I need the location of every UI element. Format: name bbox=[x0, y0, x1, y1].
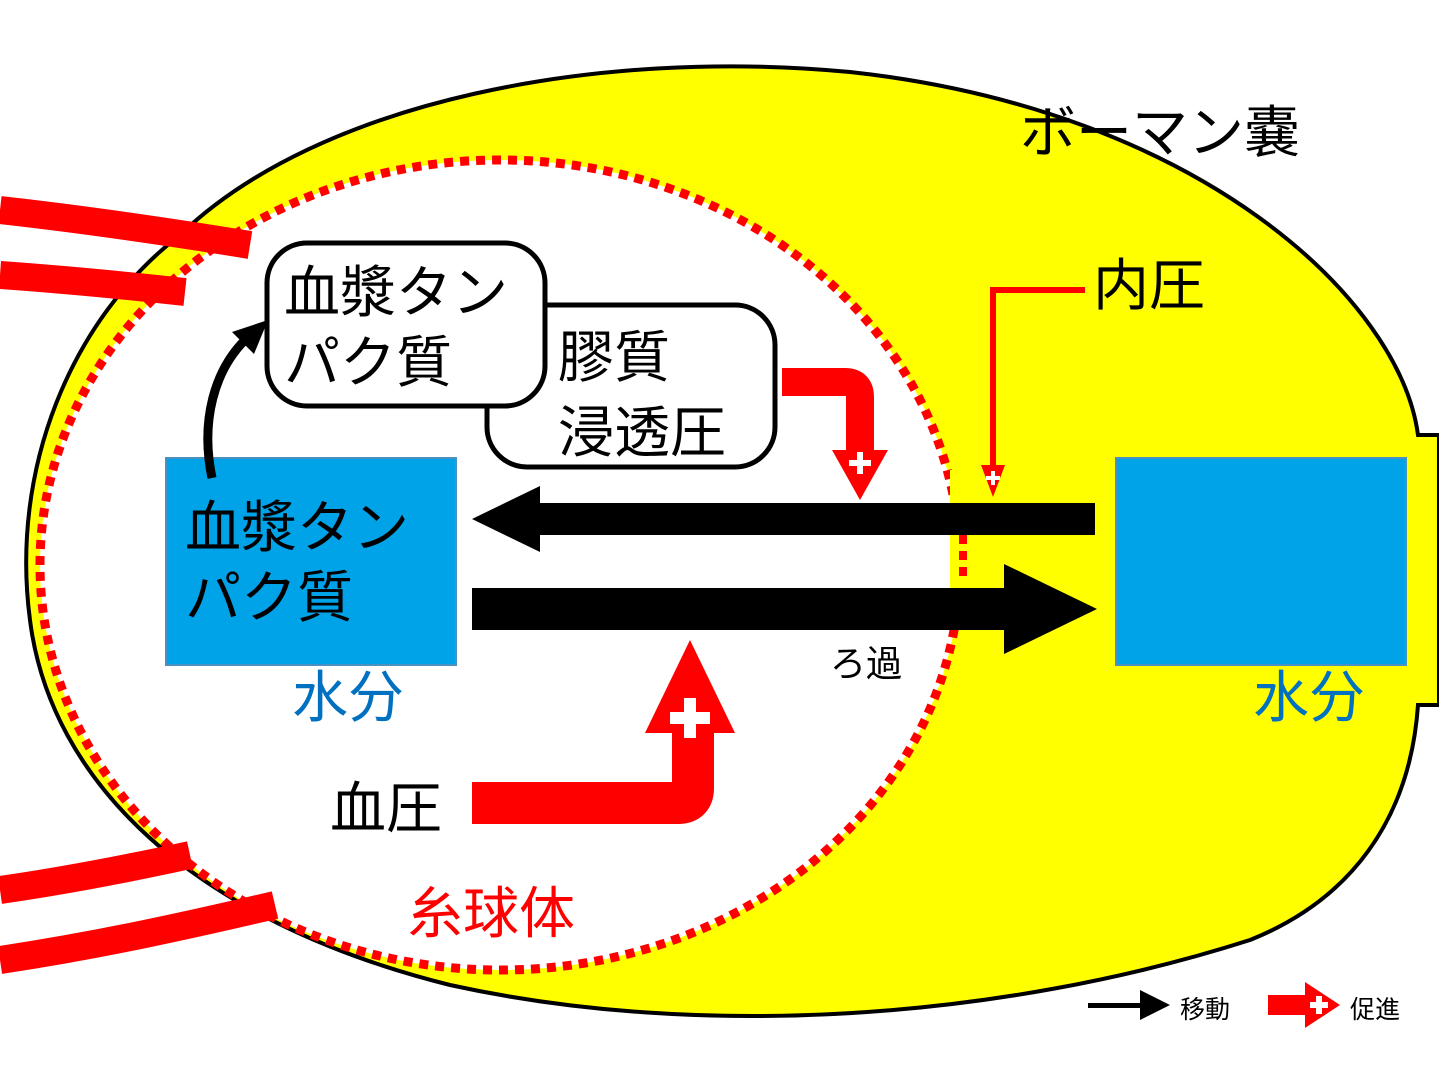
bowman-capsule-label: ボーマン嚢 bbox=[1020, 101, 1300, 166]
legend: 移動 促進 bbox=[1088, 982, 1400, 1028]
protein-curve-arrow bbox=[203, 320, 268, 479]
filtration-arrow bbox=[472, 564, 1097, 654]
plasma-protein-box bbox=[165, 457, 457, 666]
colloid-osmotic-line-2: 浸透圧 bbox=[558, 401, 726, 466]
legend-move-label: 移動 bbox=[1180, 995, 1230, 1024]
filtration-label: ろ過 bbox=[830, 644, 902, 685]
legend-promote-label: 促進 bbox=[1350, 995, 1400, 1024]
glomerulus-label: 糸球体 bbox=[407, 882, 575, 947]
colloid-promote-arrow bbox=[782, 368, 888, 500]
plasma-protein-box-line-1: 血漿タン bbox=[185, 496, 409, 561]
colloid-osmotic-line-1: 膠質 bbox=[558, 326, 670, 391]
plasma-protein-bubble-line-2: パク質 bbox=[284, 331, 452, 396]
legend-promote-arrow bbox=[1268, 982, 1340, 1028]
blood-pressure-promote-arrow bbox=[472, 640, 735, 824]
internal-pressure-label: 内圧 bbox=[1093, 254, 1205, 319]
afferent-vessel bbox=[0, 196, 253, 306]
plasma-protein-box-line-2: パク質 bbox=[185, 566, 353, 631]
blood-pressure-label: 血圧 bbox=[330, 777, 442, 842]
plasma-protein-bubble-line-1: 血漿タン bbox=[284, 261, 508, 326]
water-box-right bbox=[1115, 457, 1407, 666]
legend-move-arrow bbox=[1088, 990, 1170, 1020]
efferent-vessel bbox=[0, 841, 279, 974]
internal-pressure-promote-arrow bbox=[981, 287, 1085, 497]
water-label-right: 水分 bbox=[1253, 666, 1365, 731]
plasma-protein-bubble bbox=[264, 240, 548, 409]
reabsorption-arrow bbox=[472, 486, 1095, 552]
water-label-left: 水分 bbox=[292, 666, 404, 731]
